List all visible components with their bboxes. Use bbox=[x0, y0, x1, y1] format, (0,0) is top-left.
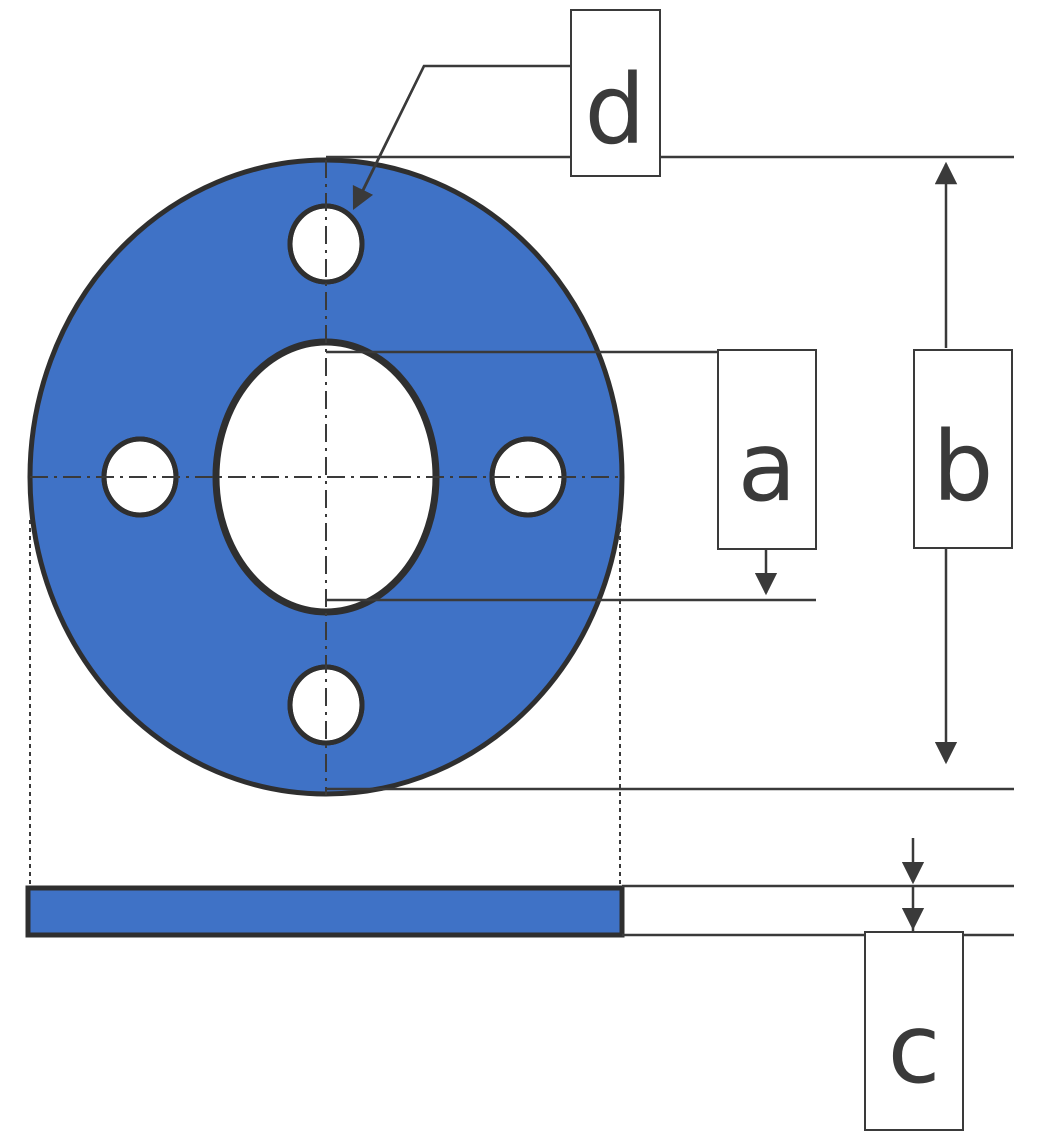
projection-lines bbox=[29, 520, 621, 888]
label-b: b bbox=[933, 411, 994, 523]
label-a: a bbox=[738, 411, 797, 523]
dimension-arrows bbox=[352, 65, 958, 943]
label-d: d bbox=[585, 54, 646, 166]
label-box-d bbox=[570, 9, 661, 177]
gasket-side-view bbox=[25, 885, 625, 938]
label-box-c bbox=[864, 931, 964, 1131]
extension-lines bbox=[326, 64, 1014, 937]
label-box-a bbox=[717, 349, 817, 550]
center-lines bbox=[30, 160, 622, 795]
label-c: c bbox=[888, 993, 941, 1105]
label-box-b bbox=[913, 349, 1013, 549]
label-boxes bbox=[570, 9, 1013, 1131]
arrow-d bbox=[352, 65, 426, 211]
